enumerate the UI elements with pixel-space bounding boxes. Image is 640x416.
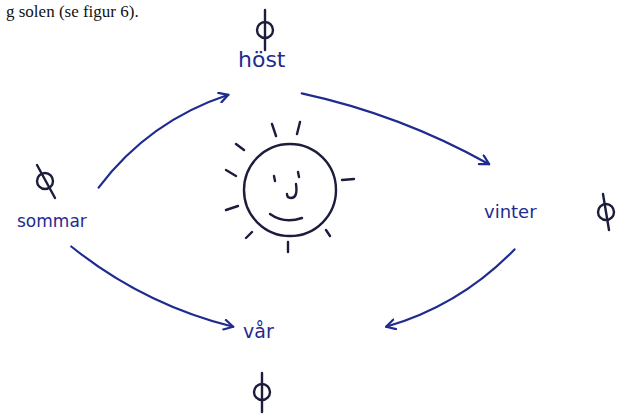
earth-symbol [37,165,55,198]
earth-symbol [598,194,614,230]
earth-symbol [254,373,270,412]
season-label: vår [239,319,278,345]
season-name: höst [238,47,286,72]
season-label: vinter [480,200,541,225]
season-label: sommar [13,210,91,234]
season-arrow [302,93,489,164]
season-name: vår [243,321,274,343]
sun-eyes [274,172,299,181]
earth-symbol [257,10,273,50]
sun-nose [287,184,296,198]
season-name: sommar [17,212,87,232]
season-arrow [99,95,229,188]
season-name: vinter [484,202,537,223]
season-arrow [386,249,514,326]
sun-rays [226,122,354,252]
season-label: höst [234,45,290,74]
sun-mouth [270,214,302,220]
season-arrow [71,247,233,327]
sun-circle [244,144,336,236]
page-text: g solen (se figur 6). [6,2,139,22]
